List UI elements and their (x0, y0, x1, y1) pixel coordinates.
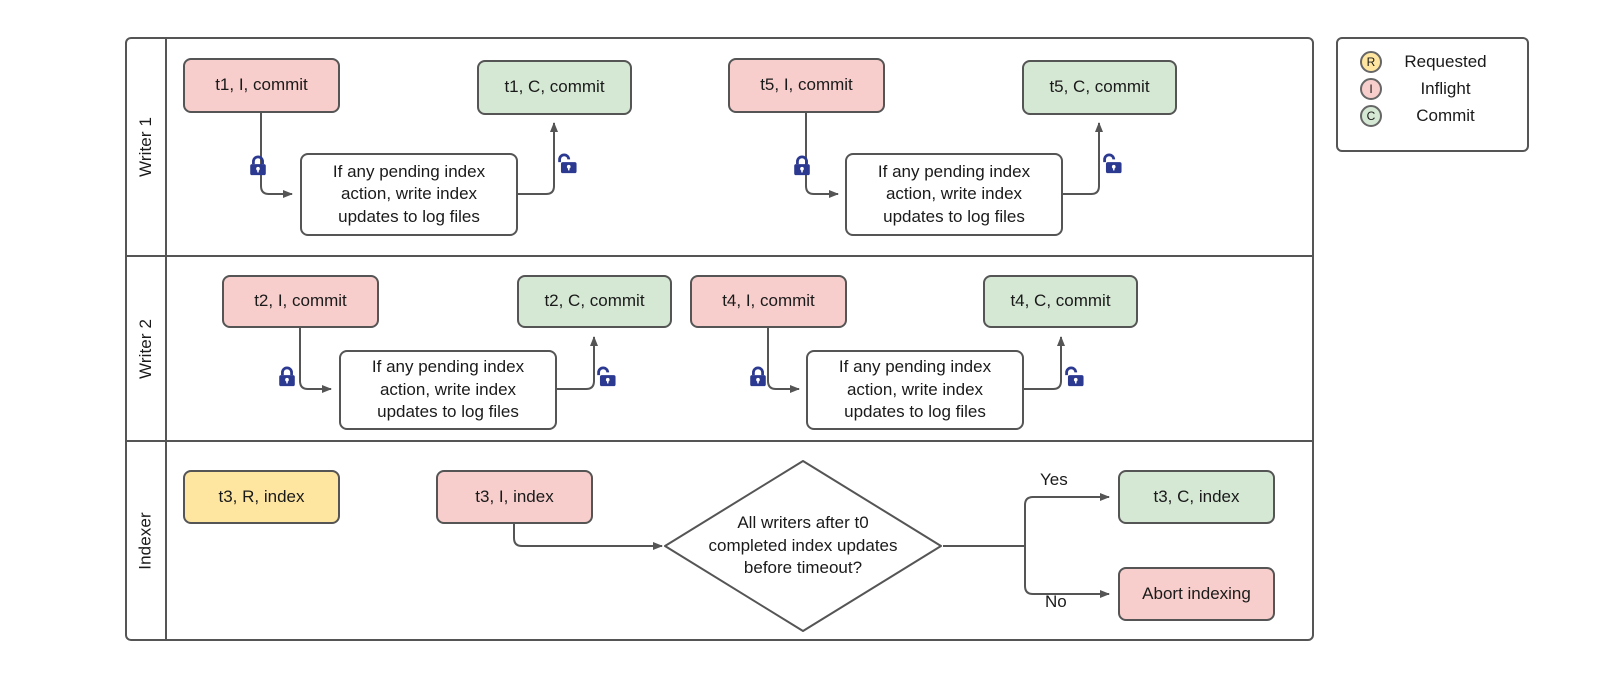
edge-label-yes: Yes (1040, 470, 1068, 489)
lane-header-writer-1: Writer 1 (127, 39, 167, 255)
node-writer2-t2-commit[interactable]: t2, C, commit (517, 275, 672, 328)
lock-open-icon (597, 366, 616, 387)
lane-label-writer-1: Writer 1 (136, 117, 155, 177)
node-indexer-abort[interactable]: Abort indexing (1118, 567, 1275, 621)
lane-label-indexer: Indexer (136, 511, 155, 570)
node-writer2-t2-inflight[interactable]: t2, I, commit (222, 275, 379, 328)
legend-item-inflight: I Inflight (1360, 76, 1527, 102)
lock-open-icon (1065, 366, 1084, 387)
node-writer2-process-1[interactable]: If any pending index action, write index… (339, 350, 557, 430)
node-writer1-process-2[interactable]: If any pending index action, write index… (845, 153, 1063, 236)
badge-requested-icon: R (1360, 51, 1382, 73)
edge-label-no: No (1045, 592, 1067, 611)
node-writer1-t5-inflight[interactable]: t5, I, commit (728, 58, 885, 113)
lane-header-writer-2: Writer 2 (127, 257, 167, 440)
lane-indexer: Indexer (127, 442, 1312, 639)
lock-open-icon (1103, 153, 1122, 174)
lock-closed-icon (279, 366, 295, 387)
lock-closed-icon (250, 155, 266, 176)
lock-closed-icon (794, 155, 810, 176)
legend-label-commit: Commit (1416, 106, 1475, 125)
lock-closed-icon (750, 366, 766, 387)
lock-open-icon (558, 153, 577, 174)
lane-label-writer-2: Writer 2 (136, 318, 155, 379)
lane-header-indexer: Indexer (127, 442, 167, 639)
node-writer2-t4-inflight[interactable]: t4, I, commit (690, 275, 847, 328)
node-writer2-t4-commit[interactable]: t4, C, commit (983, 275, 1138, 328)
legend-item-commit: C Commit (1360, 103, 1527, 129)
node-writer1-t1-commit[interactable]: t1, C, commit (477, 60, 632, 115)
legend-item-requested: R Requested (1360, 49, 1527, 75)
node-indexer-t3-requested[interactable]: t3, R, index (183, 470, 340, 524)
legend-label-inflight: Inflight (1420, 79, 1471, 98)
node-writer1-process-1[interactable]: If any pending index action, write index… (300, 153, 518, 236)
node-indexer-t3-commit[interactable]: t3, C, index (1118, 470, 1275, 524)
node-indexer-t3-inflight[interactable]: t3, I, index (436, 470, 593, 524)
lane-writer-2: Writer 2 (127, 257, 1312, 442)
legend-label-requested: Requested (1404, 52, 1487, 71)
lane-writer-1: Writer 1 (127, 39, 1312, 257)
node-writer1-t1-inflight[interactable]: t1, I, commit (183, 58, 340, 113)
decision-diamond[interactable]: All writers after t0 completed index upd… (662, 458, 944, 634)
node-writer1-t5-commit[interactable]: t5, C, commit (1022, 60, 1177, 115)
legend-panel: R Requested I Inflight C Commit (1336, 37, 1529, 152)
badge-inflight-icon: I (1360, 78, 1382, 100)
badge-commit-icon: C (1360, 105, 1382, 127)
node-writer2-process-2[interactable]: If any pending index action, write index… (806, 350, 1024, 430)
